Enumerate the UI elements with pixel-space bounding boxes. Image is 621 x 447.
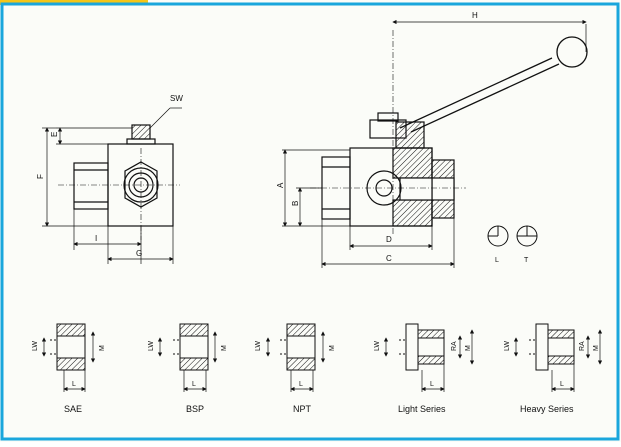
thread-detail-bsp <box>157 323 218 392</box>
light-lw: LW <box>374 341 381 351</box>
dim-i: I <box>95 234 97 243</box>
dim-c: C <box>386 254 392 263</box>
port-symbol-t-icon <box>516 225 538 247</box>
light-l: L <box>430 381 434 388</box>
bsp-l: L <box>192 381 196 388</box>
heavy-ra: RA <box>579 341 586 351</box>
dim-d: D <box>386 235 392 244</box>
light-ra: RA <box>451 341 458 351</box>
side-view <box>58 124 180 240</box>
sae-l: L <box>72 381 76 388</box>
thread-detail-heavy-series <box>513 323 603 392</box>
sae-lw: LW <box>32 341 39 351</box>
thread-label-bsp: BSP <box>186 404 204 414</box>
bsp-lw: LW <box>148 341 155 351</box>
sae-m: M <box>99 345 106 351</box>
dim-g: G <box>136 249 142 258</box>
thread-detail-sae <box>41 323 96 392</box>
dim-sw: SW <box>170 94 183 103</box>
port-label-t: T <box>524 257 529 264</box>
port-symbol-l-icon <box>487 225 509 247</box>
dim-f: F <box>36 174 45 179</box>
dim-e: E <box>50 132 59 137</box>
npt-lw: LW <box>255 341 262 351</box>
port-label-l: L <box>495 257 499 264</box>
npt-m: M <box>329 345 336 351</box>
section-view-dimensions <box>282 19 587 268</box>
thread-label-heavy-series: Heavy Series <box>520 404 574 414</box>
thread-label-light-series: Light Series <box>398 404 446 414</box>
thread-label-sae: SAE <box>64 404 82 414</box>
thread-label-npt: NPT <box>293 404 312 414</box>
light-m: M <box>465 345 472 351</box>
thread-detail-light-series <box>383 323 475 392</box>
dim-b: B <box>291 201 300 206</box>
heavy-lw: LW <box>504 341 511 351</box>
thread-detail-npt <box>265 323 326 392</box>
bsp-m: M <box>221 345 228 351</box>
dim-a: A <box>276 182 285 188</box>
heavy-l: L <box>560 381 564 388</box>
side-view-dimensions <box>42 107 182 264</box>
section-view <box>310 30 588 236</box>
heavy-m: M <box>593 345 600 351</box>
dim-h: H <box>472 11 478 20</box>
npt-l: L <box>299 381 303 388</box>
